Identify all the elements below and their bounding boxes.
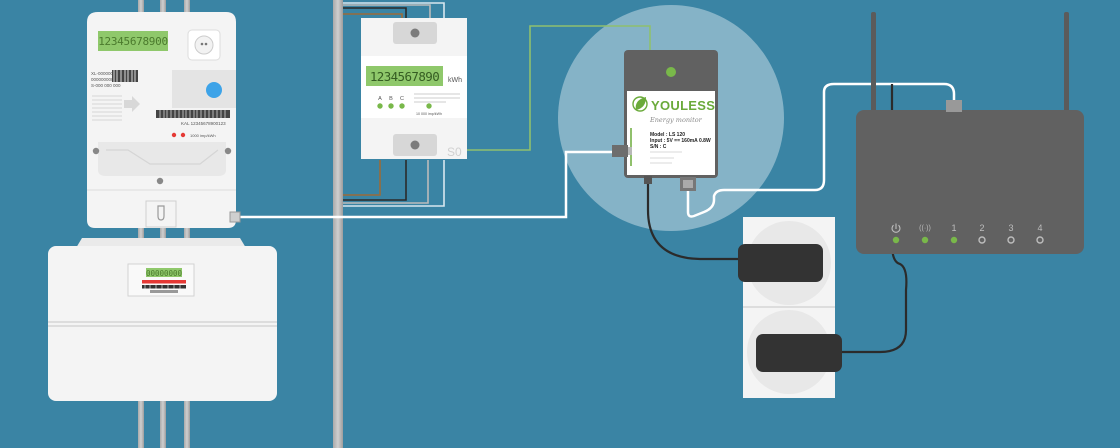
svg-text:((·)): ((·)): [919, 225, 931, 232]
meter-display: 12345678900: [98, 35, 168, 48]
youless-led: [666, 67, 676, 77]
lid-panel: [172, 70, 236, 108]
svg-text:B: B: [389, 96, 393, 102]
din-kwh-meter: 1234567890 kWh A B C 10 000 imp/kWh S0: [361, 18, 467, 159]
port4-led: [1036, 236, 1044, 244]
router-power-cable: [842, 84, 908, 354]
din-wires: [343, 2, 445, 207]
electricity-meter: 12345678900 XL-0000000 0000000000 S-000 …: [87, 12, 241, 228]
youless-monitor: YOULESS Energy monitor Model : LS 120 In…: [612, 50, 718, 191]
svg-text:S-000 000 000: S-000 000 000: [91, 83, 121, 88]
svg-text:S/N : C: S/N : C: [650, 144, 667, 150]
s0-cable: [462, 25, 651, 151]
svg-text:2: 2: [979, 223, 984, 233]
kwh-unit: kWh: [448, 77, 462, 84]
svg-text:Model : LS 120: Model : LS 120: [650, 132, 685, 138]
youless-power-cable: [646, 180, 738, 261]
router: ((·)) 1 2 3 4: [856, 12, 1084, 254]
usb-port: [644, 176, 652, 184]
meter-pipes: [138, 0, 190, 448]
gas-meter: 00000000: [48, 238, 277, 401]
svg-text:XL-0000000: XL-0000000: [91, 71, 116, 76]
svg-text:C: C: [400, 96, 404, 102]
wifi-led: [921, 236, 929, 244]
youless-subtitle: Energy monitor: [649, 116, 703, 124]
serial-number: KAL 12345678900123: [181, 121, 226, 126]
port3-led: [1007, 236, 1015, 244]
youless-power-adapter: [738, 244, 823, 282]
svg-text:Input : 5V == 160mA 0.8W: Input : 5V == 160mA 0.8W: [650, 138, 711, 144]
svg-text:1: 1: [951, 223, 956, 233]
power-icon: [891, 223, 901, 233]
youless-brand: YOULESS: [651, 98, 715, 113]
svg-text:1000 imp/kWh: 1000 imp/kWh: [190, 133, 216, 138]
svg-text:10 000 imp/kWh: 10 000 imp/kWh: [416, 112, 442, 116]
kwh-display: [366, 66, 443, 86]
main-conduit: [333, 0, 343, 448]
port2-led: [978, 236, 986, 244]
svg-text:3: 3: [1008, 223, 1013, 233]
svg-text:A: A: [378, 96, 382, 102]
blue-button[interactable]: [206, 82, 222, 98]
red-led: [171, 132, 177, 138]
ethernet-cable: [686, 82, 956, 218]
s0-label: S0: [447, 145, 462, 159]
router-power-adapter: [756, 334, 842, 372]
router-ethernet-port: [946, 100, 962, 112]
svg-text:4: 4: [1037, 223, 1042, 233]
wifi-icon: ((·)): [919, 225, 931, 232]
power-led: [892, 236, 900, 244]
p1-connector: [229, 211, 241, 223]
p1-cable: [236, 150, 626, 219]
kwh-reading: 1234567890: [370, 69, 439, 84]
port1-led: [950, 236, 958, 244]
gas-display: 00000000: [146, 269, 183, 278]
svg-text:0000000000: 0000000000: [91, 77, 117, 82]
leaf-icon: [635, 97, 646, 110]
youless-rj11-port: [612, 145, 628, 157]
